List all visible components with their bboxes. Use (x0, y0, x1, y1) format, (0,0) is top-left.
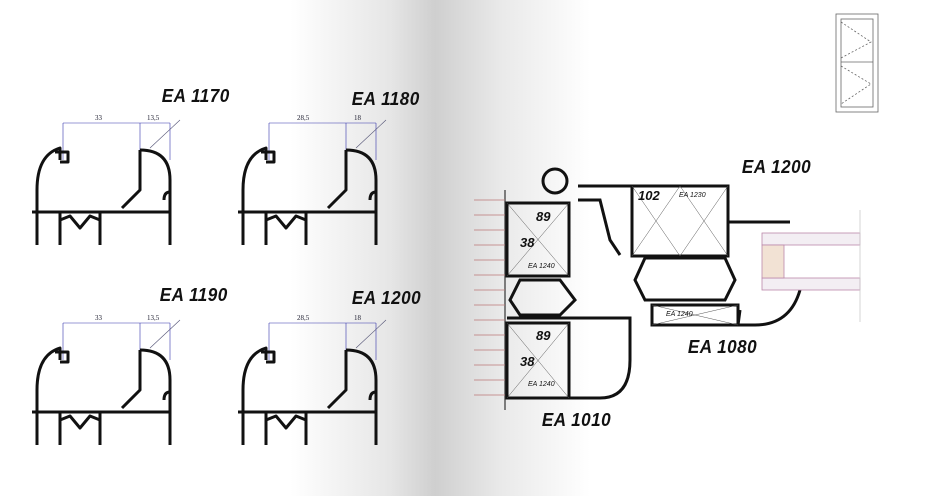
dimension-width: 13,5 (147, 314, 160, 322)
assembly-label-top: EA 1200 (741, 157, 812, 177)
assembly-label-bottom: EA 1010 (541, 410, 612, 430)
upper-box-dim-a: 89 (536, 209, 551, 224)
profile-code-ea1190: EA 1190 (159, 285, 228, 305)
upper-box-code: EA 1240 (528, 263, 555, 270)
assembly-drawing (474, 167, 861, 410)
dimension-width: 33 (95, 314, 102, 322)
lower-box-dim-b: 38 (520, 354, 535, 369)
dimension-width: 18 (354, 314, 361, 322)
dimension-width: 18 (354, 114, 361, 122)
sash-box-code: EA 1230 (679, 192, 706, 199)
profile-code-ea1170: EA 1170 (161, 86, 230, 106)
glazing (761, 210, 861, 322)
window-icon (835, 13, 879, 113)
lower-box-code: EA 1240 (528, 381, 555, 388)
profile-ea1170-drawing (30, 118, 182, 247)
upper-box-dim-b: 38 (520, 235, 535, 250)
profile-code-ea1180: EA 1180 (351, 89, 420, 109)
brick-wall (474, 190, 506, 410)
sash-box-dim: 102 (638, 188, 660, 203)
dimension-width: 13,5 (147, 114, 160, 122)
assembly-label-middle: EA 1080 (687, 337, 758, 357)
lower-box-dim-a: 89 (536, 328, 551, 343)
dimension-width: 28,5 (297, 114, 310, 122)
profile-ea1200-drawing (236, 318, 388, 447)
profile-code-ea1200: EA 1200 (351, 288, 422, 308)
dimension-width: 33 (95, 114, 102, 122)
dimension-width: 28,5 (297, 314, 310, 322)
profile-ea1190-drawing (30, 318, 182, 447)
bottom-box-code: EA 1240 (666, 311, 693, 318)
profile-ea1180-drawing (236, 118, 388, 247)
